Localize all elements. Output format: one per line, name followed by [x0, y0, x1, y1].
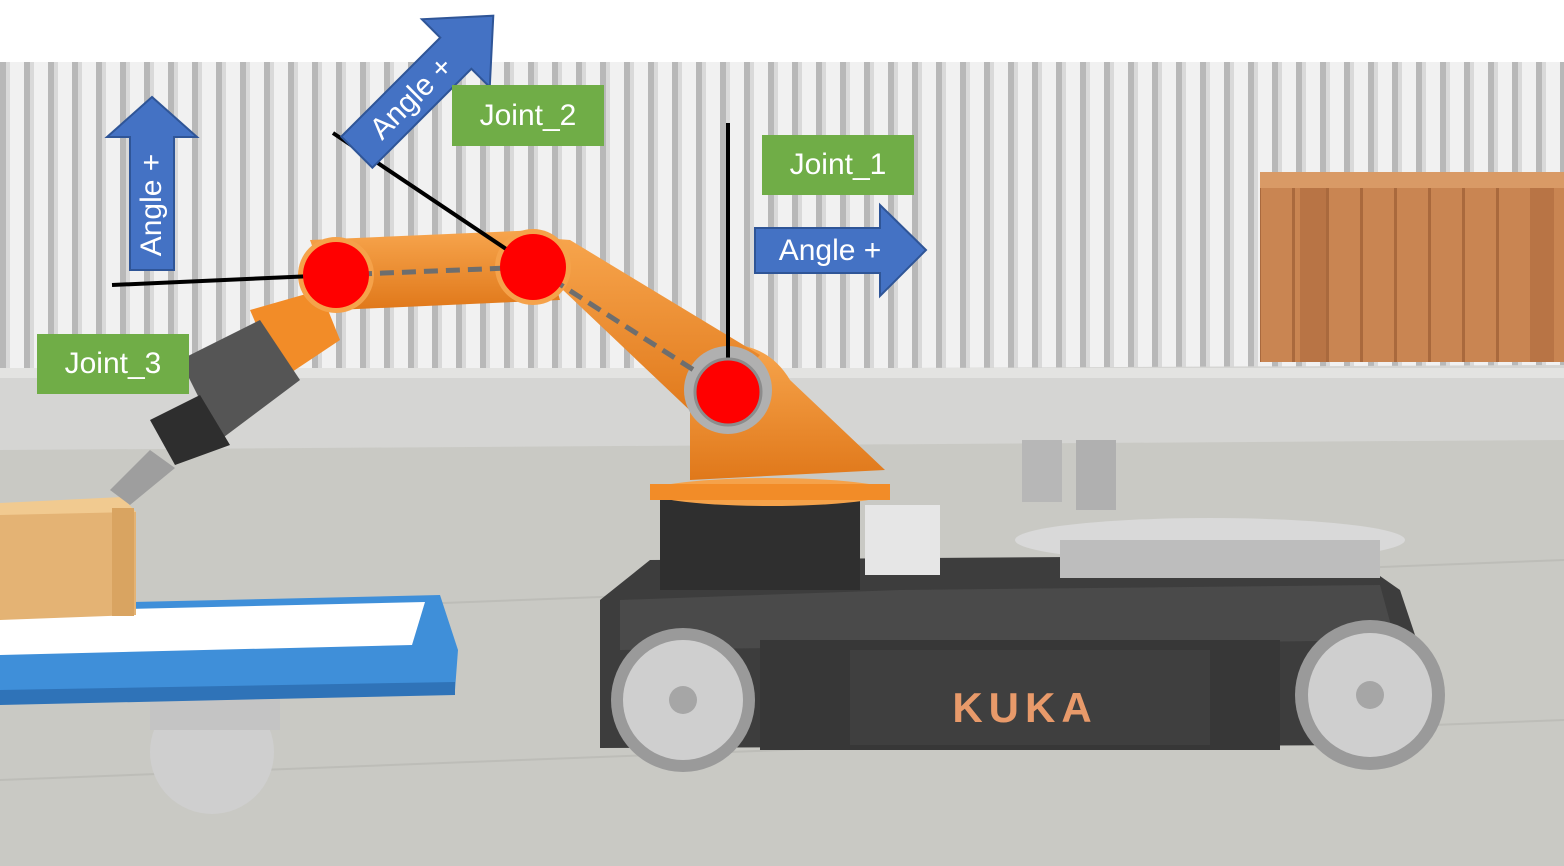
joint-3-arrow-label: Angle +	[135, 154, 168, 257]
wheel-rear	[1295, 620, 1445, 770]
crate-left	[0, 497, 136, 620]
joint-3-marker	[303, 242, 369, 308]
joint-2-marker	[500, 234, 566, 300]
joint-2-label: Joint_2	[452, 85, 604, 146]
wheel-front	[611, 628, 755, 772]
joint-3-label: Joint_3	[37, 334, 189, 394]
sky-background	[0, 0, 1564, 62]
kuka-logo: KUKA	[952, 684, 1097, 731]
crate-right	[1260, 172, 1564, 362]
post	[1076, 440, 1116, 510]
joint-1-arrow-label: Angle +	[779, 234, 882, 267]
joint-1-label: Joint_1	[762, 135, 914, 195]
post	[1022, 440, 1062, 502]
